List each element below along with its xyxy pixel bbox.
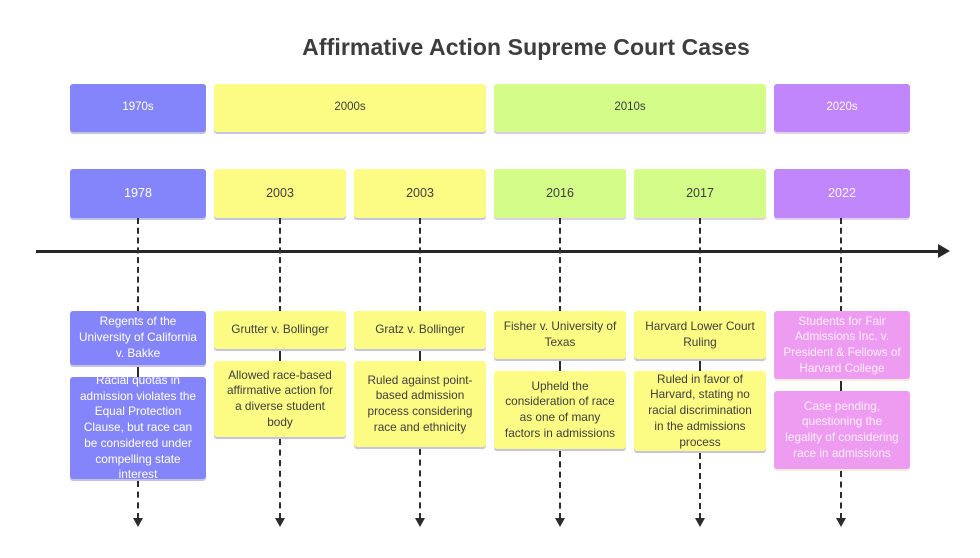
connector-mid-5 — [699, 361, 701, 371]
case-title: Grutter v. Bollinger — [231, 322, 329, 337]
connector-mid-1 — [137, 367, 139, 377]
year-label: 2003 — [266, 186, 294, 201]
connector-arrow-down-icon-1 — [133, 518, 143, 527]
connector-upper-4 — [559, 218, 561, 312]
connector-arrow-down-icon-5 — [695, 518, 705, 527]
year-box-2003-gratz[interactable]: 2003 — [354, 169, 486, 218]
year-box-2003-grutter[interactable]: 2003 — [214, 169, 346, 218]
outcome-text: Racial quotas in admission violates the … — [79, 373, 197, 482]
connector-lower-1 — [137, 481, 139, 519]
decade-box-2000s[interactable]: 2000s — [214, 84, 486, 132]
decade-label: 2010s — [614, 101, 646, 114]
connector-mid-2 — [279, 351, 281, 361]
case-title-box-fisher[interactable]: Fisher v. University of Texas — [494, 311, 626, 359]
decade-box-2020s[interactable]: 2020s — [774, 84, 910, 132]
case-title: Fisher v. University of Texas — [503, 319, 617, 349]
connector-upper-1 — [137, 218, 139, 312]
case-title-box-bakke[interactable]: Regents of the University of California … — [70, 311, 206, 365]
outcome-box-fisher[interactable]: Upheld the consideration of race as one … — [494, 371, 626, 449]
connector-upper-2 — [279, 218, 281, 312]
case-title-box-gratz[interactable]: Gratz v. Bollinger — [354, 311, 486, 349]
year-box-2022[interactable]: 2022 — [774, 169, 910, 218]
case-title-box-grutter[interactable]: Grutter v. Bollinger — [214, 311, 346, 349]
case-title: Gratz v. Bollinger — [375, 322, 465, 337]
connector-lower-5 — [699, 453, 701, 519]
outcome-text: Ruled in favor of Harvard, stating no ra… — [648, 371, 752, 449]
outcome-box-gratz[interactable]: Ruled against point-based admission proc… — [354, 361, 486, 447]
connector-upper-6 — [840, 218, 842, 312]
case-title: Harvard Lower Court Ruling — [645, 319, 755, 349]
connector-lower-3 — [419, 449, 421, 519]
decade-label: 2020s — [826, 101, 858, 114]
decade-label: 2000s — [334, 101, 366, 114]
outcome-text: Case pending, questioning the legality o… — [785, 398, 899, 460]
case-title: Students for Fair Admissions Inc. v. Pre… — [783, 313, 901, 375]
outcome-box-harvard-lower-court[interactable]: Ruled in favor of Harvard, stating no ra… — [634, 371, 766, 451]
connector-arrow-down-icon-6 — [836, 518, 846, 527]
connector-lower-2 — [279, 439, 281, 519]
connector-mid-3 — [419, 351, 421, 361]
year-label: 2003 — [406, 186, 434, 201]
timeline-axis-line — [36, 250, 940, 253]
connector-upper-5 — [699, 218, 701, 312]
year-box-2016[interactable]: 2016 — [494, 169, 626, 218]
year-label: 2016 — [546, 186, 574, 201]
connector-mid-4 — [559, 361, 561, 371]
connector-upper-3 — [419, 218, 421, 312]
year-box-1978[interactable]: 1978 — [70, 169, 206, 218]
connector-arrow-down-icon-4 — [555, 518, 565, 527]
outcome-text: Allowed race-based affirmative action fo… — [227, 367, 333, 429]
outcome-box-sffa[interactable]: Case pending, questioning the legality o… — [774, 391, 910, 469]
connector-lower-4 — [559, 451, 561, 519]
timeline-axis-arrowhead-icon — [938, 244, 950, 258]
connector-arrow-down-icon-3 — [415, 518, 425, 527]
year-label: 2022 — [828, 186, 856, 201]
outcome-text: Upheld the consideration of race as one … — [504, 378, 616, 440]
case-title-box-sffa[interactable]: Students for Fair Admissions Inc. v. Pre… — [774, 311, 910, 379]
connector-lower-6 — [840, 471, 842, 519]
case-title: Regents of the University of California … — [78, 314, 197, 360]
year-box-2017[interactable]: 2017 — [634, 169, 766, 218]
outcome-box-bakke[interactable]: Racial quotas in admission violates the … — [70, 373, 206, 481]
year-label: 2017 — [686, 186, 714, 201]
decade-label: 1970s — [122, 101, 154, 114]
outcome-box-grutter[interactable]: Allowed race-based affirmative action fo… — [214, 361, 346, 437]
decade-box-1970s[interactable]: 1970s — [70, 84, 206, 132]
connector-arrow-down-icon-2 — [275, 518, 285, 527]
decade-box-2010s[interactable]: 2010s — [494, 84, 766, 132]
year-label: 1978 — [124, 186, 152, 201]
outcome-text: Ruled against point-based admission proc… — [367, 372, 473, 434]
connector-mid-6 — [840, 381, 842, 391]
case-title-box-harvard-lower-court[interactable]: Harvard Lower Court Ruling — [634, 311, 766, 359]
page-title: Affirmative Action Supreme Court Cases — [302, 34, 750, 60]
